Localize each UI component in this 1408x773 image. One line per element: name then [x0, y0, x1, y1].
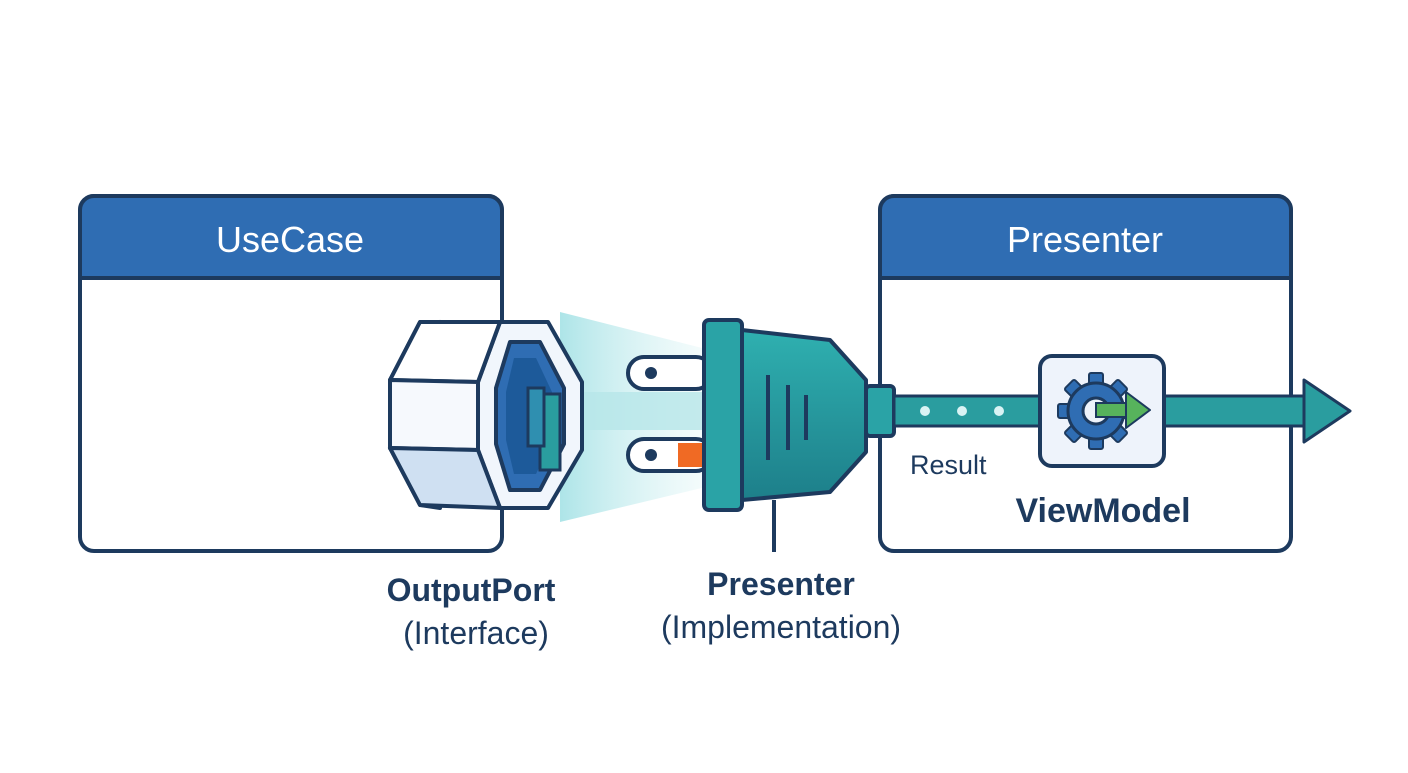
- usecase-box-header: [78, 194, 504, 280]
- presenter-impl-kind: (Implementation): [661, 609, 901, 645]
- hex-socket-icon: [388, 320, 584, 510]
- presenter-box-header: [878, 194, 1293, 280]
- plug-collar: [702, 318, 744, 512]
- viewmodel-card: [1038, 354, 1166, 468]
- outputport-name: OutputPort: [387, 572, 556, 608]
- usecase-title: UseCase: [216, 219, 364, 260]
- gear-arrow-icon: [1057, 372, 1151, 450]
- flow-shaft-left: [892, 394, 1046, 428]
- beam-core: [578, 392, 708, 430]
- presenter-impl-name: Presenter: [707, 566, 855, 602]
- result-label: Result: [910, 450, 987, 480]
- presenter-box-title: Presenter: [1007, 219, 1163, 260]
- plug-prong-top: [626, 355, 714, 391]
- flow-shaft-right: [1162, 394, 1308, 428]
- viewmodel-label: ViewModel: [1015, 492, 1190, 530]
- result-flow-arrow: [892, 378, 1352, 444]
- outputport-kind: (Interface): [403, 615, 549, 651]
- plug-tip: [864, 384, 896, 438]
- arrow-head-icon: [1302, 378, 1352, 444]
- power-plug-icon: [626, 318, 896, 552]
